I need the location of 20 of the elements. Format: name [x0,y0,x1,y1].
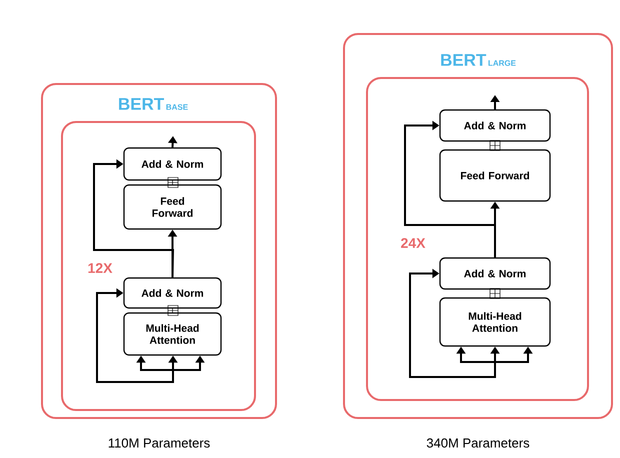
arrow [168,305,178,316]
repeat-label: 24X [401,238,426,248]
arrow [168,177,178,188]
layer-box: Add & Norm [439,257,551,290]
caption-text: 110M Parameters [108,438,210,448]
arrow [96,288,173,383]
layer-box: Multi-Head Attention [439,297,551,347]
layer-box: Add & Norm [123,147,222,181]
layer-box: Feed Forward [439,149,551,202]
arrow [490,140,500,151]
arrow [404,120,496,258]
layer-box: Feed Forward [123,184,222,230]
arrow [490,288,500,299]
arrow [409,268,495,378]
caption-text: 340M Parameters [426,438,530,448]
layer-box: Multi-Head Attention [123,312,222,356]
layer-box: Add & Norm [439,109,551,142]
arrow [93,159,174,278]
layer-box: Add & Norm [123,277,222,309]
repeat-label: 12X [88,263,112,273]
